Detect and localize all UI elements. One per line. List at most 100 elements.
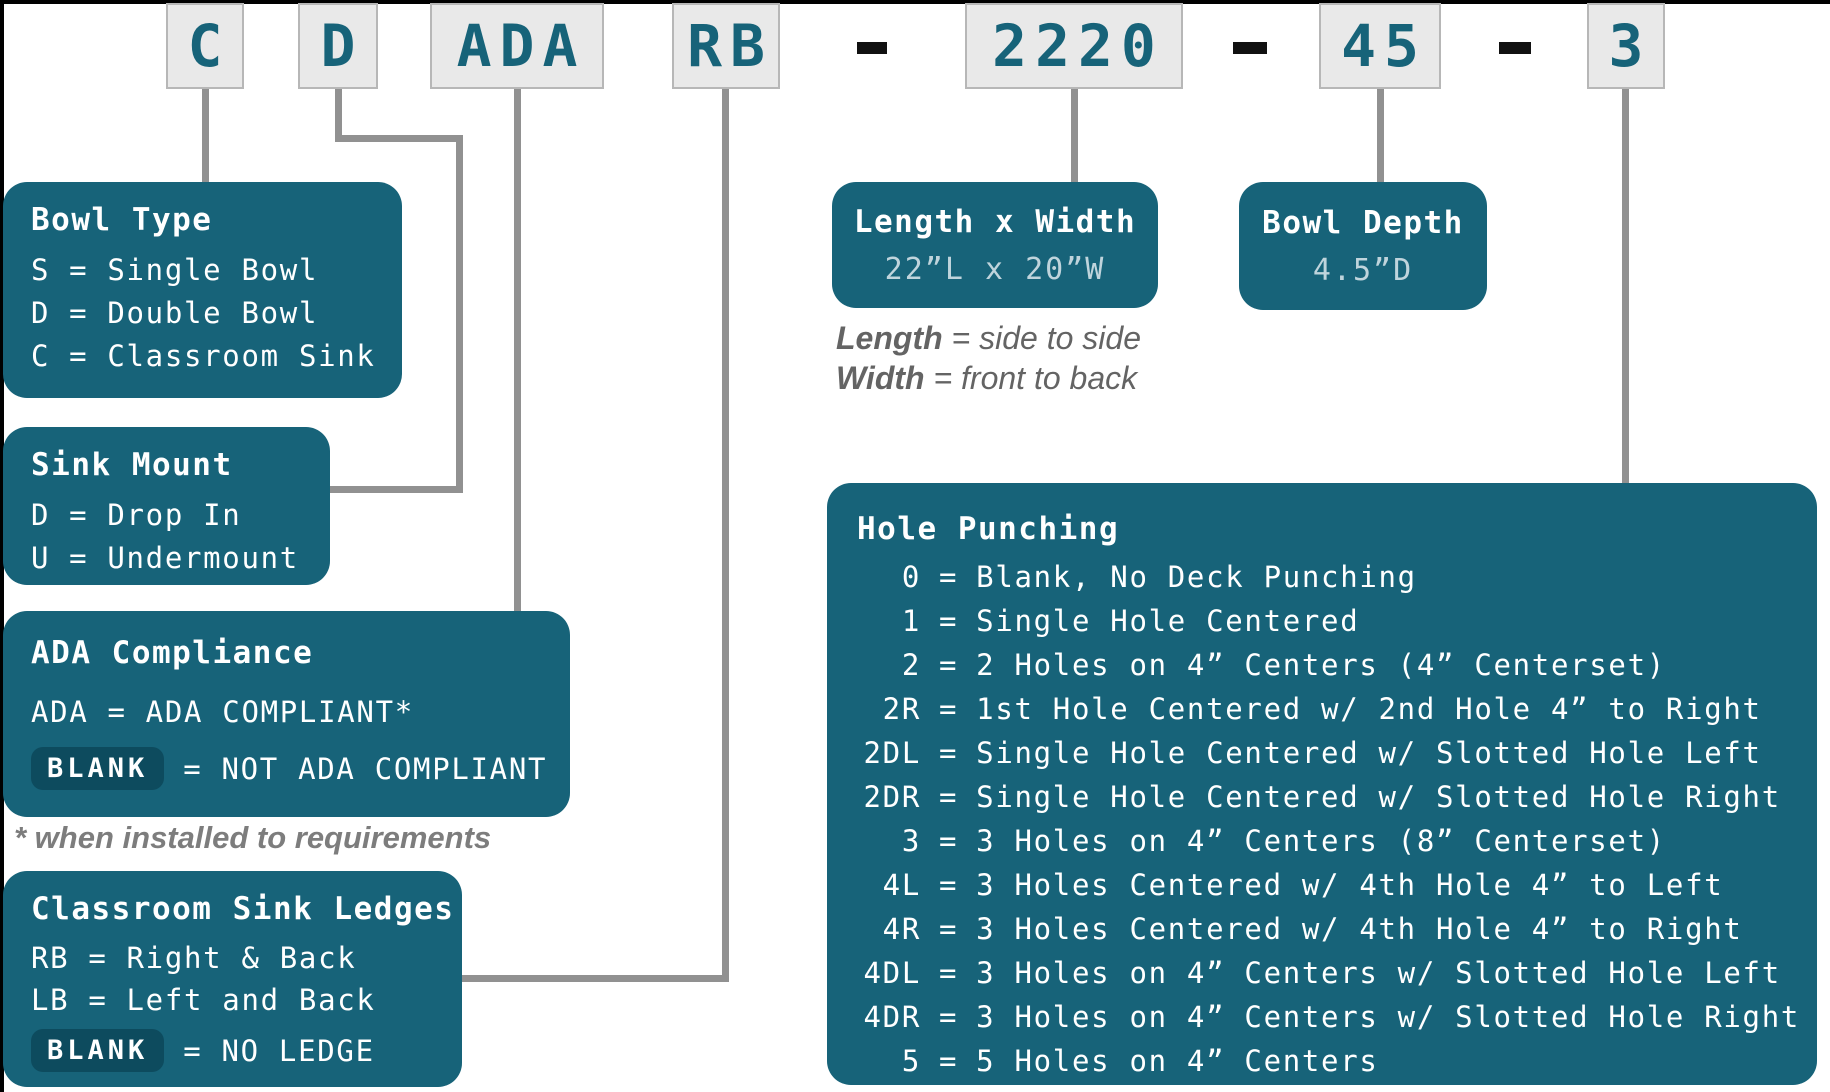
option-desc: 3 Holes Centered w/ 4th Hole 4” to Right <box>976 912 1743 946</box>
option-desc: Left and Back <box>126 983 376 1017</box>
code-box-ada: ADA <box>430 3 604 89</box>
equals-sign: = <box>69 497 89 532</box>
option-desc: 3 Holes on 4” Centers w/ Slotted Hole Ri… <box>976 1000 1801 1034</box>
hole-punching-row: 4L=3 Holes Centered w/ 4th Hole 4” to Le… <box>857 863 1817 907</box>
length-width-value: 22”L x 20”W <box>884 251 1106 287</box>
bowl-type-row: S = Single Bowl <box>31 248 402 291</box>
hole-punching-row: 2DL=Single Hole Centered w/ Slotted Hole… <box>857 731 1817 775</box>
equals-sign: = <box>107 695 127 729</box>
equals-sign: = <box>939 1000 959 1034</box>
hole-punching-row: 2R = 1st Hole Centered w/ 2nd Hole 4” to R… <box>857 687 1817 731</box>
blank-pill: BLANK <box>31 747 165 790</box>
option-desc: Single Bowl <box>107 252 319 287</box>
option-desc: 3 Holes on 4” Centers (8” Centerset) <box>976 824 1666 858</box>
callout-length-width: Length x Width 22”L x 20”W <box>832 182 1158 308</box>
option-code: LB <box>31 983 70 1017</box>
equals-sign: = <box>939 912 959 946</box>
equals-sign: = <box>69 252 89 287</box>
equals-sign: = <box>183 1033 203 1068</box>
option-desc: 3 Holes on 4” Centers w/ Slotted Hole Le… <box>976 956 1781 990</box>
page-left-edge <box>0 0 4 1092</box>
option-desc: NOT ADA COMPLIANT <box>221 751 548 786</box>
connector-sink-mount-v1 <box>335 89 342 138</box>
option-code: C <box>31 338 51 373</box>
equals-sign: = <box>69 540 89 575</box>
code-box-bowl-depth: 45 <box>1319 3 1441 89</box>
ada-title: ADA Compliance <box>31 635 314 671</box>
option-code: D <box>31 497 51 532</box>
note-rest: front to back <box>961 360 1138 396</box>
hole-punching-row: 4DL = 3 Holes on 4” Centers w/ Slotted Hol… <box>857 951 1817 995</box>
connector-bowl-depth <box>1377 89 1384 184</box>
equals-sign: = <box>939 692 959 726</box>
equals-sign: = <box>183 751 203 786</box>
option-desc: Double Bowl <box>107 295 319 330</box>
option-code: 0 <box>901 560 921 594</box>
page-top-edge <box>0 0 1830 4</box>
code-box-ledges: RB <box>672 3 780 89</box>
connector-ledges-h <box>458 975 729 982</box>
option-desc: Drop In <box>107 497 242 532</box>
option-desc: Blank, No Deck Punching <box>976 560 1417 594</box>
bowl-type-row: D = Double Bowl <box>31 291 402 334</box>
option-code: ADA <box>31 695 89 729</box>
note-term: Length <box>836 320 943 356</box>
option-code: D <box>31 295 51 330</box>
connector-hole-punching <box>1622 89 1629 485</box>
equals-sign: = <box>939 956 959 990</box>
connector-length-width <box>1071 89 1078 184</box>
option-code: S <box>31 252 51 287</box>
option-desc: Single Hole Centered w/ Slotted Hole Rig… <box>976 780 1781 814</box>
option-code: 2R <box>882 692 921 726</box>
bowl-depth-value: 4.5”D <box>1312 252 1414 288</box>
equals-sign: = <box>939 868 959 902</box>
option-code: 4DL <box>863 956 921 990</box>
callout-sink-mount: Sink Mount D=Drop In U=Undermount <box>3 427 330 585</box>
connector-sink-mount-h2 <box>328 486 463 493</box>
equals-sign: = <box>939 824 959 858</box>
option-code: RB <box>31 941 70 975</box>
hole-punching-row: 4R = 3 Holes Centered w/ 4th Hole 4” to Ri… <box>857 907 1817 951</box>
ledges-row: LB = Left and Back <box>31 979 462 1021</box>
hole-punching-row: 3=3 Holes on 4” Centers (8” Centerset) <box>857 819 1817 863</box>
option-code: 4R <box>882 912 921 946</box>
hole-punching-row: 2DR=Single Hole Centered w/ Slotted Hole… <box>857 775 1817 819</box>
option-desc: 1st Hole Centered w/ 2nd Hole 4” to Righ… <box>976 692 1762 726</box>
option-code: 2DL <box>863 736 921 770</box>
ledges-row: RB=Right & Back <box>31 937 462 979</box>
code-separator-dash-3 <box>1499 42 1531 54</box>
equals-sign: = <box>939 1044 959 1078</box>
note-term: Width <box>836 360 925 396</box>
code-box-sink-mount: D <box>298 3 378 89</box>
hole-punching-row: 4DR=3 Holes on 4” Centers w/ Slotted Hol… <box>857 995 1817 1039</box>
bowl-type-row: C=Classroom Sink <box>31 334 402 377</box>
option-desc: 2 Holes on 4” Centers (4” Centerset) <box>976 648 1666 682</box>
ledges-row-blank: BLANK=NO LEDGE <box>31 1029 462 1072</box>
option-code: 2DR <box>863 780 921 814</box>
callout-hole-punching: Hole Punching 0=Blank, No Deck Punching … <box>827 483 1817 1085</box>
sink-mount-row: U=Undermount <box>31 536 330 579</box>
ada-row: ADA=ADA COMPLIANT* <box>31 695 570 729</box>
equals-sign: = <box>69 295 89 330</box>
equals-sign: = <box>951 320 971 356</box>
note-line: Width = front to back <box>836 358 1141 398</box>
connector-sink-mount-h1 <box>335 135 463 142</box>
hole-punching-row: 0 = Blank, No Deck Punching <box>857 555 1817 599</box>
equals-sign: = <box>939 648 959 682</box>
connector-bowl-type <box>202 89 209 184</box>
code-separator-dash-2 <box>1233 42 1267 54</box>
ada-row-blank: BLANK = NOT ADA COMPLIANT <box>31 747 570 790</box>
code-box-bowl-type: C <box>166 3 244 89</box>
sink-mount-row: D = Drop In <box>31 493 330 536</box>
ada-footnote: * when installed to requirements <box>14 820 492 855</box>
option-code: 2 <box>901 648 921 682</box>
length-width-title: Length x Width <box>853 203 1137 240</box>
equals-sign: = <box>88 983 108 1017</box>
blank-pill: BLANK <box>31 1029 165 1072</box>
ledges-title: Classroom Sink Ledges <box>31 891 455 927</box>
callout-classroom-sink-ledges: Classroom Sink Ledges RB=Right & Back LB… <box>3 871 462 1087</box>
connector-ada <box>514 89 521 613</box>
equals-sign: = <box>939 560 959 594</box>
callout-bowl-depth: Bowl Depth 4.5”D <box>1239 182 1487 310</box>
